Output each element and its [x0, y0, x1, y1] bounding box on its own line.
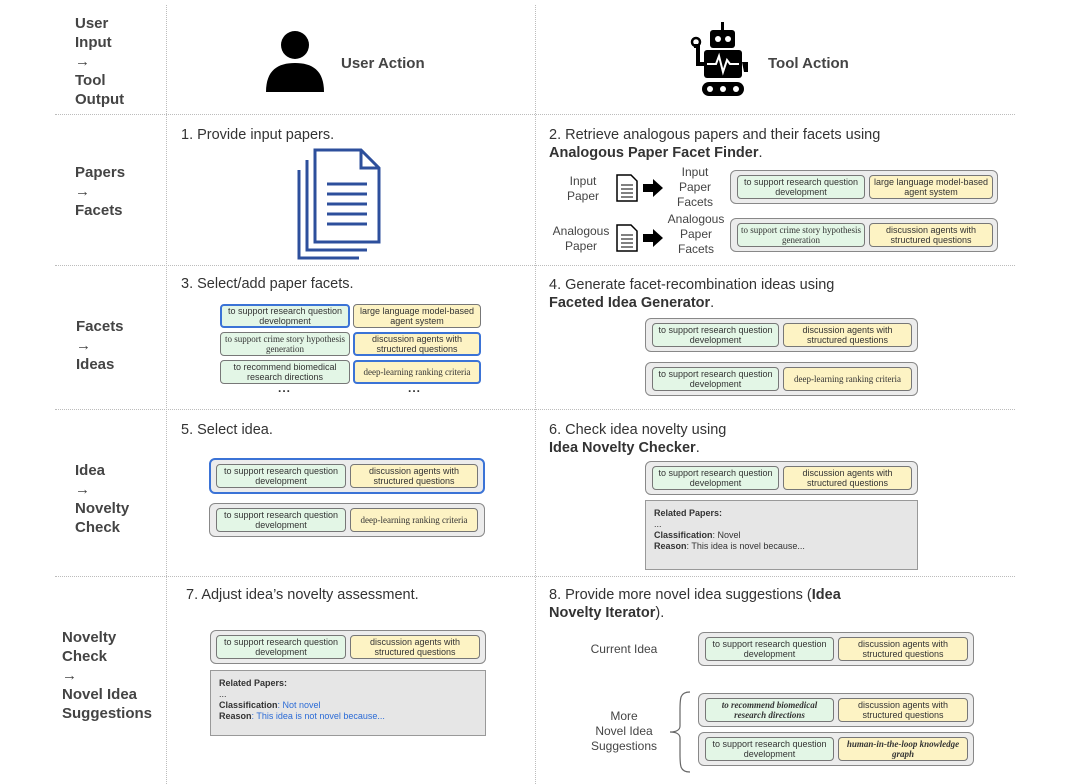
brace-icon [669, 691, 691, 773]
arrow-right-icon [643, 229, 663, 247]
person-icon [266, 31, 324, 92]
ellipsis: ... [408, 381, 422, 395]
row1-label: Papers→Facets [75, 164, 126, 219]
step-4: 4. Generate facet-recombination ideas us… [549, 277, 835, 311]
document-icon [616, 224, 638, 252]
idea-purpose: to support research question development [705, 637, 834, 661]
step-3: 3. Select/add paper facets. [181, 276, 354, 292]
novelty-result-panel: Related Papers: ... Classification: Nove… [645, 500, 918, 570]
documents-icon [297, 148, 381, 260]
idea-purpose: to support research question development [652, 367, 779, 391]
idea-purpose: to support research question development [216, 508, 346, 532]
robot-icon [690, 22, 748, 96]
idea-mechanism: discussion agents with structured questi… [350, 635, 480, 659]
facet-grid-cell[interactable]: deep-learning ranking criteria [353, 360, 481, 384]
suggestion-mechanism: discussion agents with structured questi… [838, 698, 968, 722]
idea-purpose: to support research question development [216, 635, 346, 659]
row-divider [55, 114, 1015, 115]
step-6: 6. Check idea novelty using Idea Novelty… [549, 422, 727, 456]
idea-purpose: to support research question development [216, 464, 346, 488]
idea-mechanism: deep-learning ranking criteria [783, 367, 912, 391]
facet-grid-cell[interactable]: to support crime story hypothesis genera… [220, 332, 350, 356]
step-7: 7. Adjust idea’s novelty assessment. [186, 587, 419, 603]
tool-action-heading: Tool Action [768, 55, 849, 72]
column-divider-right [535, 5, 536, 784]
facet-grid-cell[interactable]: discussion agents with structured questi… [353, 332, 481, 356]
novelty-assessment-panel[interactable]: Related Papers: ... Classification: Not … [210, 670, 486, 736]
suggestion-mechanism: human-in-the-loop knowledge graph [838, 737, 968, 761]
facet-purpose[interactable]: to support research question development [737, 175, 865, 199]
arrow-right-icon [643, 179, 663, 197]
ellipsis: ... [278, 381, 292, 395]
facet-grid-cell[interactable]: to recommend biomedical research directi… [220, 360, 350, 384]
idea-mechanism: discussion agents with structured questi… [783, 466, 912, 490]
suggestion-purpose: to support research question development [705, 737, 834, 761]
facet-grid-cell[interactable]: large language model-based agent system [353, 304, 481, 328]
facet-grid-cell[interactable]: to support research question development [220, 304, 350, 328]
row-divider [55, 265, 1015, 266]
facet-mechanism[interactable]: large language model-based agent system [869, 175, 993, 199]
step-8: 8. Provide more novel idea suggestions (… [549, 587, 841, 621]
idea-mechanism: discussion agents with structured questi… [783, 323, 912, 347]
document-icon [616, 174, 638, 202]
idea-purpose: to support research question development [652, 466, 779, 490]
current-idea-label: Current Idea [590, 642, 658, 656]
step-1: 1. Provide input papers. [181, 127, 335, 143]
user-action-heading: User Action [341, 55, 425, 72]
step-2: 2. Retrieve analogous papers and their f… [549, 127, 881, 161]
idea-mechanism: discussion agents with structured questi… [350, 464, 478, 488]
column-divider-left [166, 5, 167, 784]
row2-label: Facets→Ideas [76, 318, 124, 373]
facet-mechanism[interactable]: discussion agents with structured questi… [869, 223, 993, 247]
row-divider [55, 576, 1015, 577]
suggestion-purpose: to recommend biomedical research directi… [705, 698, 834, 722]
idea-purpose: to support research question development [652, 323, 779, 347]
facet-purpose[interactable]: to support crime story hypothesis genera… [737, 223, 865, 247]
idea-mechanism: deep-learning ranking criteria [350, 508, 478, 532]
idea-mechanism: discussion agents with structured questi… [838, 637, 968, 661]
row-divider [55, 409, 1015, 410]
step-5: 5. Select idea. [181, 422, 273, 438]
